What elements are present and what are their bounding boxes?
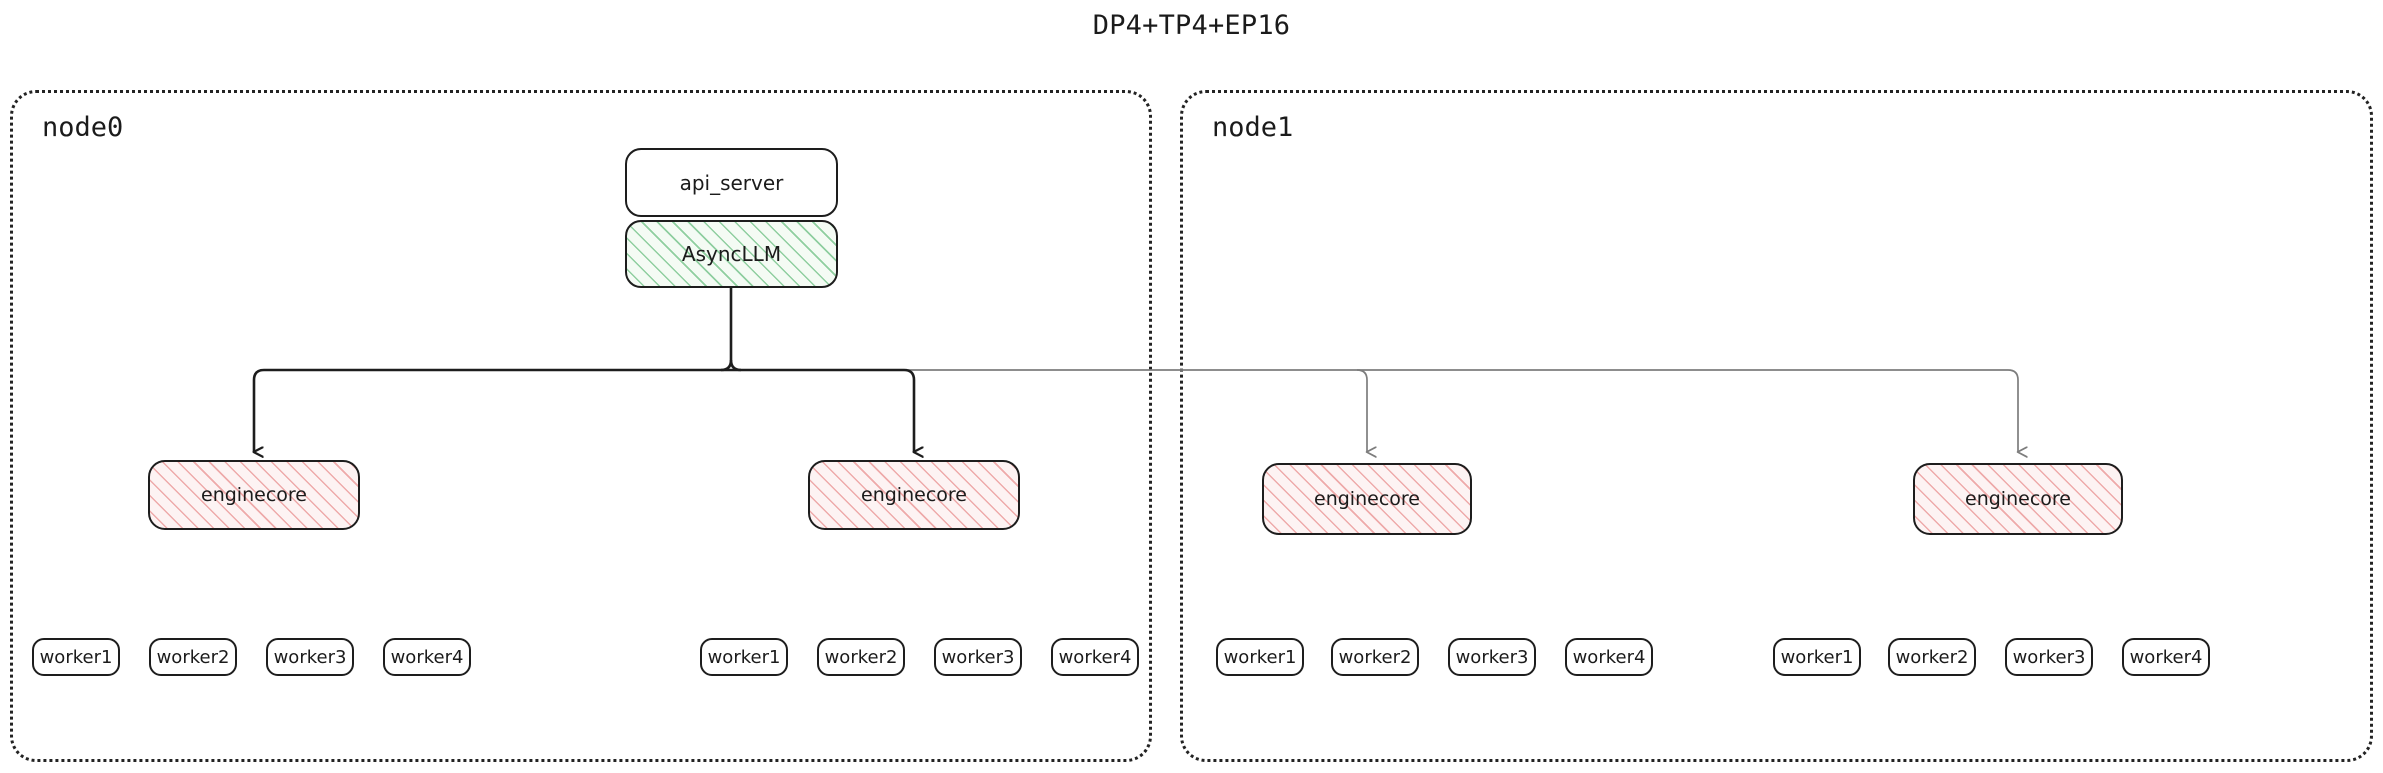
worker-box[interactable]: worker2 bbox=[817, 638, 905, 676]
asyncllm-box[interactable]: AsyncLLM bbox=[625, 220, 838, 288]
worker-box[interactable]: worker4 bbox=[1051, 638, 1139, 676]
enginecore-box[interactable]: enginecore bbox=[1913, 463, 2123, 535]
worker-box[interactable]: worker3 bbox=[2005, 638, 2093, 676]
worker-box[interactable]: worker3 bbox=[266, 638, 354, 676]
enginecore-box[interactable]: enginecore bbox=[808, 460, 1020, 530]
node-label-node1: node1 bbox=[1212, 112, 1294, 143]
worker-box[interactable]: worker1 bbox=[700, 638, 788, 676]
enginecore-box[interactable]: enginecore bbox=[148, 460, 360, 530]
worker-box[interactable]: worker2 bbox=[1331, 638, 1419, 676]
worker-box[interactable]: worker2 bbox=[149, 638, 237, 676]
enginecore-box[interactable]: enginecore bbox=[1262, 463, 1472, 535]
worker-box[interactable]: worker3 bbox=[1448, 638, 1536, 676]
worker-box[interactable]: worker1 bbox=[1216, 638, 1304, 676]
worker-box[interactable]: worker4 bbox=[383, 638, 471, 676]
api-server-box[interactable]: api_server bbox=[625, 148, 838, 217]
node-label-node0: node0 bbox=[42, 112, 124, 143]
node-frame-node0 bbox=[10, 90, 1152, 762]
worker-box[interactable]: worker1 bbox=[32, 638, 120, 676]
worker-box[interactable]: worker1 bbox=[1773, 638, 1861, 676]
node-frame-node1 bbox=[1180, 90, 2373, 762]
worker-box[interactable]: worker4 bbox=[2122, 638, 2210, 676]
page-title: DP4+TP4+EP16 bbox=[1092, 10, 1291, 41]
worker-box[interactable]: worker4 bbox=[1565, 638, 1653, 676]
worker-box[interactable]: worker2 bbox=[1888, 638, 1976, 676]
worker-box[interactable]: worker3 bbox=[934, 638, 1022, 676]
